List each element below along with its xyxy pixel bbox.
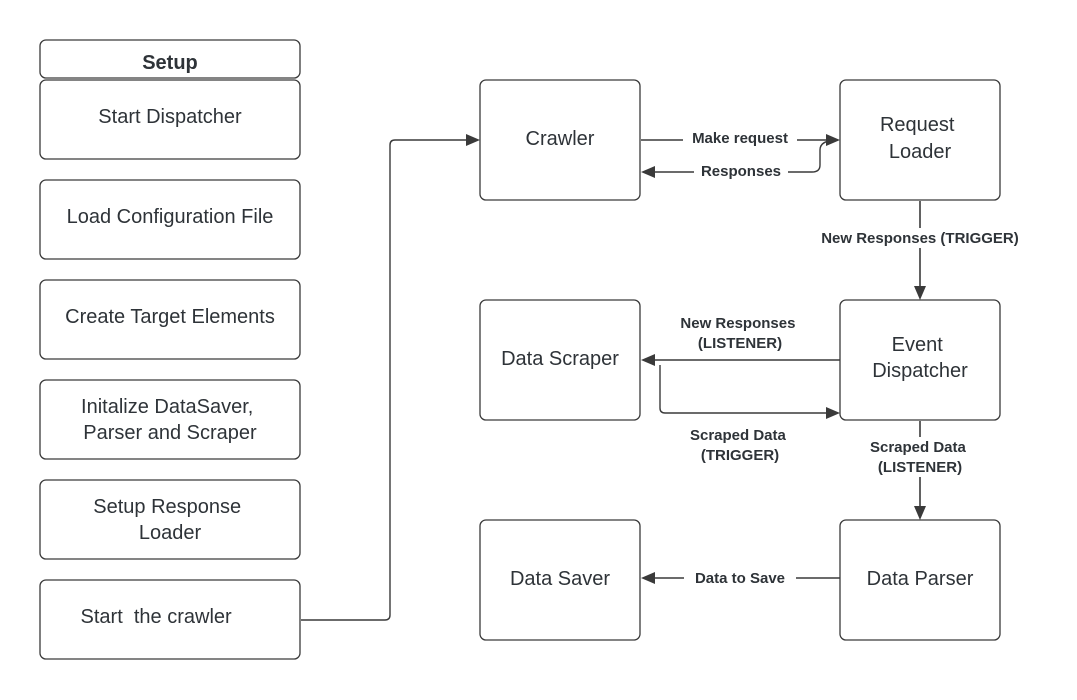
crawler-return-arrowhead <box>641 166 655 178</box>
request-loader-label: Request Loader <box>880 114 960 163</box>
setup-step-setup-response-loader: Setup Response Loader <box>39 479 301 560</box>
responses-label: Responses <box>701 163 781 180</box>
data-saver-label: Data Saver <box>510 568 610 590</box>
data-scraper-node: Data Scraper <box>479 299 641 421</box>
setup-title: Setup <box>142 52 198 74</box>
setup-step-line: Create Target Elements <box>65 306 275 328</box>
crawler-label: Crawler <box>526 128 595 150</box>
setup-step-load-configuration-file: Load Configuration File <box>39 179 301 260</box>
node-line: Crawler <box>526 128 595 150</box>
setup-step-line: Start Dispatcher <box>98 106 242 128</box>
setup-step-label: Start Dispatcher <box>98 106 242 128</box>
scraped-data-arrowhead <box>826 407 840 419</box>
edge-label-line: New Responses <box>680 315 795 332</box>
edge-label-line: (TRIGGER) <box>701 447 779 464</box>
setup-step-line: Setup Response <box>93 496 241 518</box>
scraped-data-trigger-connector <box>659 365 830 414</box>
setup-step-start-the-crawler: Start the crawler <box>0 0 301 660</box>
setup-step-label: Load Configuration File <box>67 206 274 228</box>
setup-title-box: Setup <box>39 39 301 79</box>
make-request-label: Make request <box>692 130 788 147</box>
setup-step-label: Start the crawler <box>0 0 259 628</box>
setup-step-line: Parser and Scraper <box>83 422 257 444</box>
start-to-crawler-connector <box>301 139 470 621</box>
request-loader-node: Request Loader <box>839 79 1001 201</box>
node-line: Data Parser <box>867 568 974 590</box>
event-dispatcher-label: Event Dispatcher <box>872 334 968 382</box>
event-dispatcher-arrowhead <box>914 286 926 300</box>
setup-step-line: Load Configuration File <box>67 206 274 228</box>
setup-step-label: Create Target Elements <box>65 306 275 328</box>
new-responses-trigger-label: New Responses (TRIGGER) <box>821 230 1019 247</box>
node-line: Dispatcher <box>872 360 968 382</box>
responses-connector <box>651 139 839 173</box>
setup-step-label: Initalize DataSaver, Parser and Scraper <box>81 396 259 444</box>
data-to-save-label: Data to Save <box>695 570 785 587</box>
setup-step-line: Start the crawler <box>81 606 233 628</box>
setup-step-label: Setup Response Loader <box>93 496 246 544</box>
node-line: Loader <box>889 141 952 163</box>
edge-label-line: Scraped Data <box>870 439 967 456</box>
setup-step-initialize-components: Initalize DataSaver, Parser and Scraper <box>39 379 301 460</box>
make-request-label-bg <box>683 128 797 148</box>
new-responses-trigger-label-bg <box>800 228 1040 248</box>
setup-step-start-dispatcher: Start Dispatcher <box>39 79 301 160</box>
data-parser-arrowhead <box>914 506 926 520</box>
data-saver-arrowhead <box>641 572 655 584</box>
responses-label-bg <box>694 161 788 181</box>
edge-label-line: Scraped Data <box>690 427 787 444</box>
scraped-data-trigger-label: Scraped Data (TRIGGER) <box>690 427 790 464</box>
node-line: Data Scraper <box>501 348 619 370</box>
node-line: Event <box>892 334 944 356</box>
crawler-node: Crawler <box>479 79 641 201</box>
data-saver-node: Data Saver <box>479 519 641 641</box>
data-scraper-arrowhead <box>641 354 655 366</box>
scraped-data-listener-label: Scraped Data (LISTENER) <box>870 439 970 476</box>
data-to-save-label-bg <box>684 568 796 588</box>
data-parser-node: Data Parser <box>839 519 1001 641</box>
edge-label-line: (LISTENER) <box>698 335 782 352</box>
edge-label-line: (LISTENER) <box>878 459 962 476</box>
data-parser-label: Data Parser <box>867 568 974 590</box>
node-line: Request <box>880 114 955 136</box>
node-line: Data Saver <box>510 568 610 590</box>
setup-step-line: Initalize DataSaver, <box>81 396 253 418</box>
scraped-data-listener-label-bg <box>860 437 980 477</box>
event-dispatcher-node: Event Dispatcher <box>839 299 1001 421</box>
new-responses-listener-label: New Responses (LISTENER) <box>680 315 799 352</box>
data-scraper-label: Data Scraper <box>501 348 619 370</box>
setup-step-create-target-elements: Create Target Elements <box>39 279 301 360</box>
crawler-arrowhead <box>466 134 480 146</box>
setup-step-line: Loader <box>139 522 202 544</box>
